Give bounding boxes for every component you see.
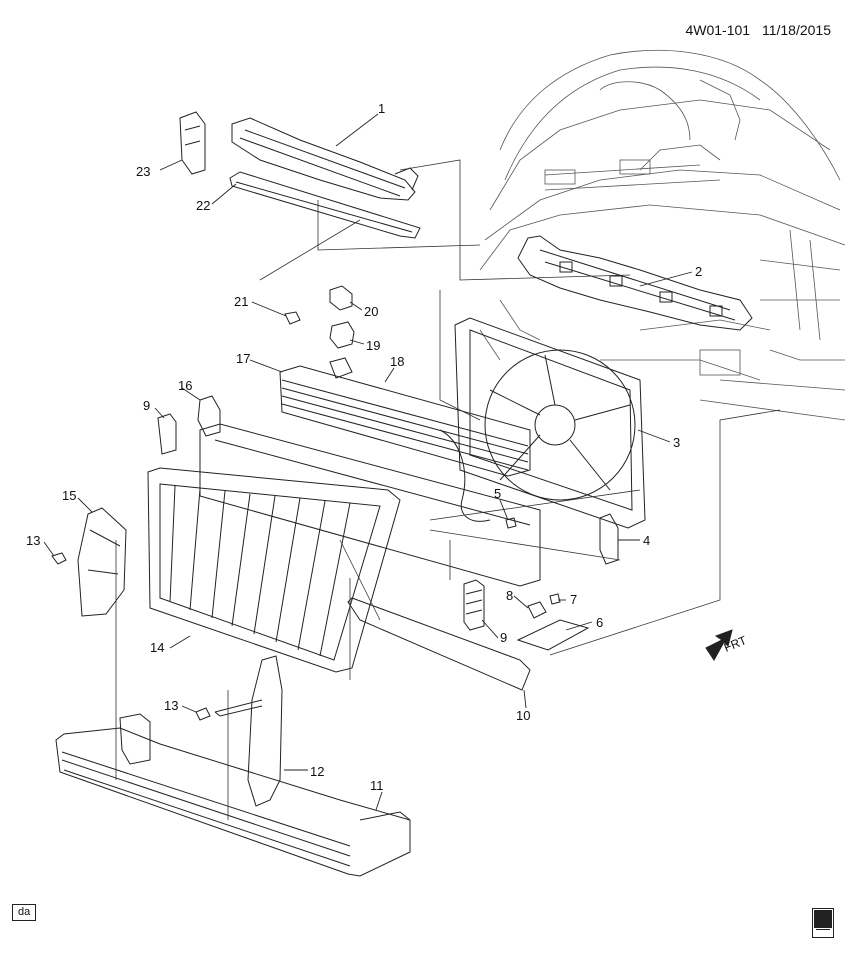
callout-16: 16 bbox=[178, 378, 192, 393]
callout-8: 8 bbox=[506, 588, 513, 603]
callout-19: 19 bbox=[366, 338, 380, 353]
callout-13-lower: 13 bbox=[164, 698, 178, 713]
gm-logo-icon bbox=[812, 908, 834, 938]
part-23-bracket bbox=[179, 111, 206, 175]
callout-3: 3 bbox=[673, 435, 680, 450]
callout-2: 2 bbox=[695, 264, 702, 279]
part-9-upper-seal bbox=[157, 413, 177, 455]
callout-23: 23 bbox=[136, 164, 150, 179]
callout-18: 18 bbox=[390, 354, 404, 369]
callout-14: 14 bbox=[150, 640, 164, 655]
part-22-seal bbox=[229, 171, 421, 239]
callout-17: 17 bbox=[236, 351, 250, 366]
vehicle-body-structure bbox=[479, 49, 846, 421]
diagram-code: 4W01-101 bbox=[685, 22, 751, 38]
part-11-impact-bar bbox=[55, 713, 411, 877]
reference-lines bbox=[115, 159, 781, 820]
callout-10: 10 bbox=[516, 708, 530, 723]
callout-labels: 1 2 3 4 5 6 7 8 9 9 10 11 12 13 13 14 15… bbox=[26, 101, 749, 793]
diagram-date: 11/18/2015 bbox=[761, 22, 831, 38]
callout-9-upper: 9 bbox=[143, 398, 150, 413]
callout-22: 22 bbox=[196, 198, 210, 213]
callout-21: 21 bbox=[234, 294, 248, 309]
part-14-condenser bbox=[147, 467, 401, 673]
part-5-bolt bbox=[505, 517, 517, 529]
diagram-badge: da bbox=[12, 904, 37, 921]
callout-12: 12 bbox=[310, 764, 324, 779]
part-20-mount-bracket bbox=[329, 285, 353, 311]
part-18-charge-air-cooler bbox=[279, 357, 531, 522]
callout-1: 1 bbox=[378, 101, 385, 116]
part-21-bolt bbox=[284, 311, 301, 325]
part-10-deflector bbox=[347, 597, 531, 691]
part-16-bracket bbox=[197, 395, 221, 437]
part-6-lower-bracket bbox=[516, 619, 590, 651]
part-13-bolt-lower bbox=[195, 707, 211, 721]
diagram-header: 4W01-101 11/18/2015 bbox=[685, 22, 831, 38]
part-13-bolt-left bbox=[51, 552, 67, 565]
part-12-vertical-support bbox=[214, 655, 283, 807]
callout-5: 5 bbox=[494, 486, 501, 501]
part-9-lower-seal bbox=[463, 579, 485, 631]
part-2-tie-bar bbox=[517, 235, 753, 331]
callout-20: 20 bbox=[364, 304, 378, 319]
part-19-insulator bbox=[329, 321, 355, 349]
callout-leaders bbox=[43, 113, 693, 811]
callout-6: 6 bbox=[596, 615, 603, 630]
callout-7: 7 bbox=[570, 592, 577, 607]
callout-9-lower: 9 bbox=[500, 630, 507, 645]
callout-13-left: 13 bbox=[26, 533, 40, 548]
part-15-side-deflector bbox=[77, 507, 127, 617]
callout-4: 4 bbox=[643, 533, 650, 548]
part-7-bolt bbox=[549, 593, 561, 605]
front-direction-arrow bbox=[705, 629, 733, 661]
part-8-insulator bbox=[527, 601, 547, 619]
callout-15: 15 bbox=[62, 488, 76, 503]
part-3-fan-shroud bbox=[454, 317, 646, 529]
part-1-upper-support bbox=[231, 117, 419, 201]
callout-11: 11 bbox=[370, 778, 384, 793]
